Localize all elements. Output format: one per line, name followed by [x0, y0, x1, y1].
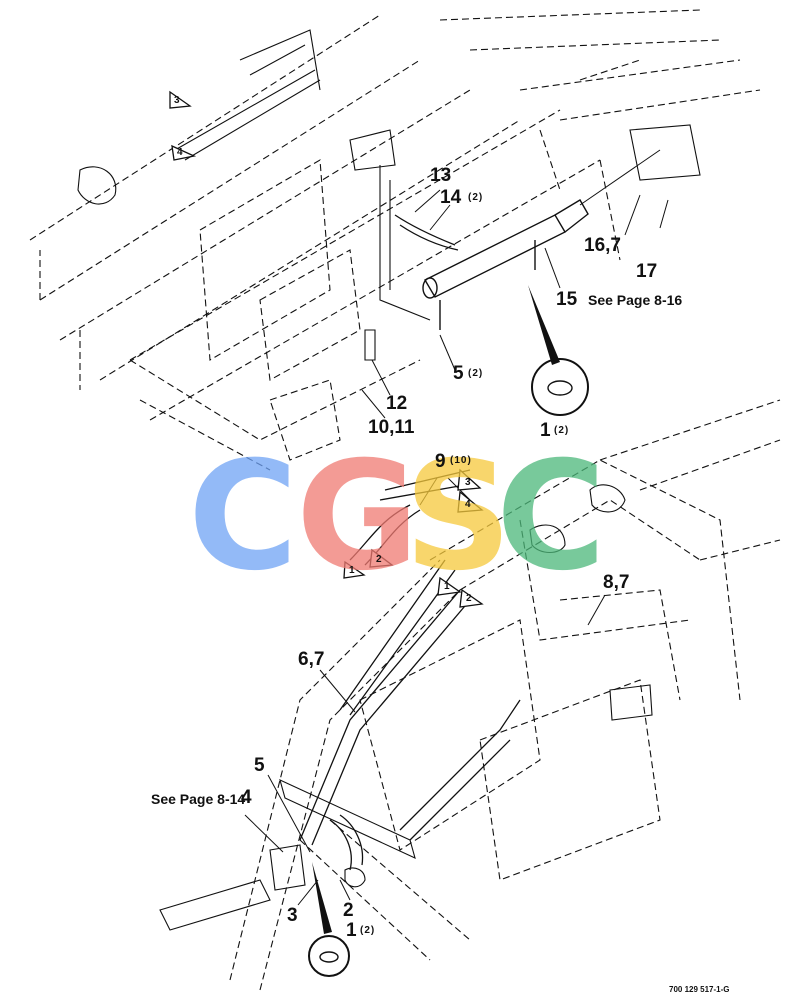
leader-lines [244, 189, 669, 906]
callout-4-page-ref: See Page 8-14 [151, 791, 246, 807]
callout-14-quantity: (2) [468, 192, 484, 203]
o-ring-detail-bottom [308, 935, 350, 977]
watermark-letter-s: S [404, 430, 513, 604]
triangle-label-1-mid: 1 [349, 565, 355, 576]
callout-5-top: 5 [453, 363, 464, 384]
callout-16-7: 16,7 [584, 235, 621, 256]
callout-3-bottom: 3 [287, 905, 298, 926]
triangle-label-3-mid: 3 [465, 477, 471, 488]
callout-1-top-quantity: (2) [554, 425, 570, 436]
callout-9: 9 [435, 451, 446, 472]
callout-1-top: 1 [540, 420, 551, 441]
callout-14: 14 [440, 187, 462, 208]
callout-5-top-quantity: (2) [468, 368, 484, 379]
watermark-letter-c1: C [188, 430, 299, 604]
hydraulic-cylinder [422, 149, 661, 330]
callout-9-quantity: (10) [450, 455, 472, 466]
callout-10-11: 10,11 [368, 417, 415, 438]
callout-5-bottom: 5 [254, 755, 265, 776]
callout-1-bottom: 1 [346, 920, 357, 941]
o-ring-detail-top [531, 358, 589, 416]
callout-1-bottom-quantity: (2) [360, 925, 376, 936]
upper-frame-solid [77, 29, 701, 361]
callout-15: 15 [556, 289, 578, 310]
lower-boom [229, 399, 781, 991]
pointer-wedges [312, 285, 560, 934]
callout-12: 12 [386, 393, 408, 414]
reference-triangles [169, 90, 484, 608]
callout-15-page-ref: See Page 8-16 [588, 292, 683, 308]
drawing-number: 700 129 517-1-G [669, 985, 730, 994]
lower-hoses [299, 559, 521, 871]
upper-frame [29, 9, 761, 471]
triangle-label-4-top: 4 [177, 147, 183, 158]
callout-2-bottom: 2 [343, 900, 354, 921]
watermark-letter-g: G [296, 430, 420, 604]
callout-13: 13 [430, 165, 452, 186]
triangle-label-3-top: 3 [174, 95, 180, 106]
upper-hoses [349, 214, 471, 566]
lower-boom-solid [159, 484, 653, 931]
triangle-label-2-low: 2 [466, 593, 472, 604]
triangle-label-2-mid: 2 [376, 554, 382, 565]
callout-8-7: 8,7 [603, 572, 630, 593]
triangle-label-1-low: 1 [444, 581, 450, 592]
callout-4-bottom: 4 [241, 787, 252, 808]
callout-17: 17 [636, 261, 658, 282]
watermark-letter-c2: C [496, 430, 607, 604]
callout-6-7: 6,7 [298, 649, 325, 670]
triangle-label-4-mid: 4 [465, 499, 471, 510]
